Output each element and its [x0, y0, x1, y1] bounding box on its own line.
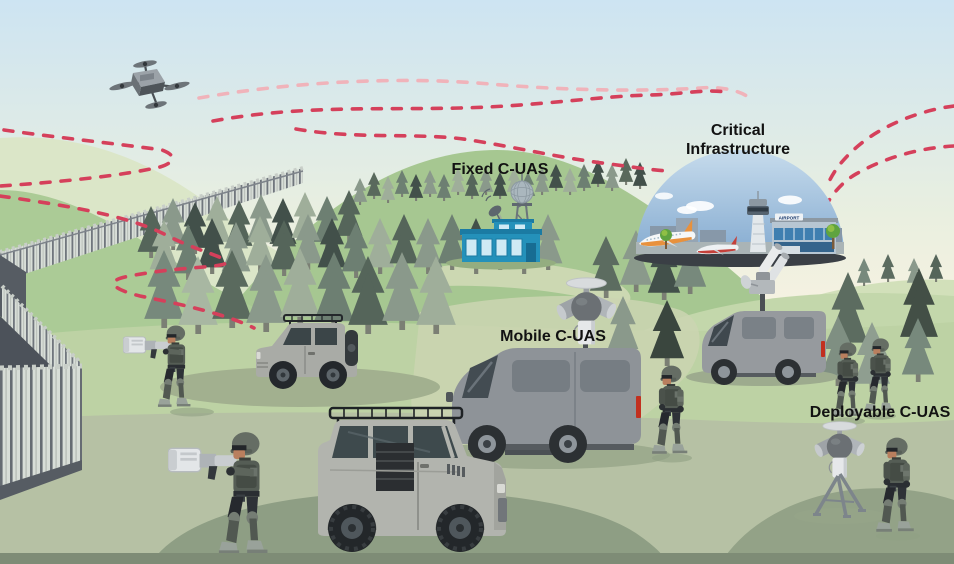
fence-front-run — [0, 366, 82, 488]
roof-rack — [328, 406, 464, 420]
tripod-legs — [814, 473, 864, 517]
patrol-soldiers — [652, 338, 896, 463]
ground-shadow — [160, 367, 440, 407]
flight-path-right-a — [826, 104, 954, 186]
van-window — [742, 317, 776, 339]
flight-path-upper — [211, 89, 732, 123]
airport-illustration: AIRPORT — [634, 150, 846, 267]
bottom-ground-band — [0, 553, 954, 564]
fence-front-top — [0, 363, 83, 371]
perimeter-fence-front — [0, 255, 83, 500]
directional-jammer-icon — [740, 243, 790, 314]
deployable-soldier — [876, 437, 920, 541]
terminal-building-icon: AIRPORT — [770, 213, 838, 254]
van-window — [512, 360, 570, 392]
airplane-red-icon — [696, 235, 739, 256]
drone-icon — [109, 60, 190, 109]
label-fixed-cuas: Fixed C-UAS — [451, 161, 549, 178]
rear-rack — [376, 443, 414, 491]
fixed-cuas-station — [446, 174, 556, 270]
control-tower-icon — [747, 191, 769, 252]
van-taillight — [636, 396, 641, 418]
airport-tree-icon — [660, 224, 840, 249]
airport-sign — [775, 213, 803, 221]
roof-rack — [283, 314, 343, 322]
tripod-shadow — [794, 508, 886, 524]
airport-sign-text: AIRPORT — [779, 215, 800, 220]
jeep-small — [256, 314, 358, 389]
flight-path-weave — [0, 194, 256, 330]
label-critical-line1: Critical — [710, 122, 766, 139]
label-critical-line2: Infrastructure — [685, 141, 791, 158]
van-window — [580, 360, 630, 392]
station-building-icon — [460, 219, 542, 262]
label-mobile-cuas: Mobile C-UAS — [500, 328, 606, 345]
flight-path-pink — [197, 78, 750, 100]
label-deployable-cuas: Deployable C-UAS — [809, 404, 951, 421]
fence-front-base — [0, 460, 82, 500]
drone-flight-paths — [0, 78, 954, 330]
jammer-van — [686, 243, 838, 386]
radar-ball-icon — [510, 180, 534, 204]
soldier-with-jammer-1 — [123, 325, 214, 417]
van-mirror — [446, 392, 453, 402]
jeep-windows — [332, 426, 458, 458]
foreground-shadow-right — [720, 488, 954, 564]
jeep-large — [318, 406, 507, 552]
van-window — [784, 317, 814, 339]
flight-path-right-b — [822, 144, 954, 212]
fence-mid-top — [0, 284, 82, 364]
headlight — [497, 484, 505, 493]
jeep-windows — [283, 328, 337, 345]
van-taillight — [821, 341, 825, 357]
deployable-cuas-tripod — [794, 421, 886, 524]
satellite-dish-icon — [481, 188, 502, 223]
